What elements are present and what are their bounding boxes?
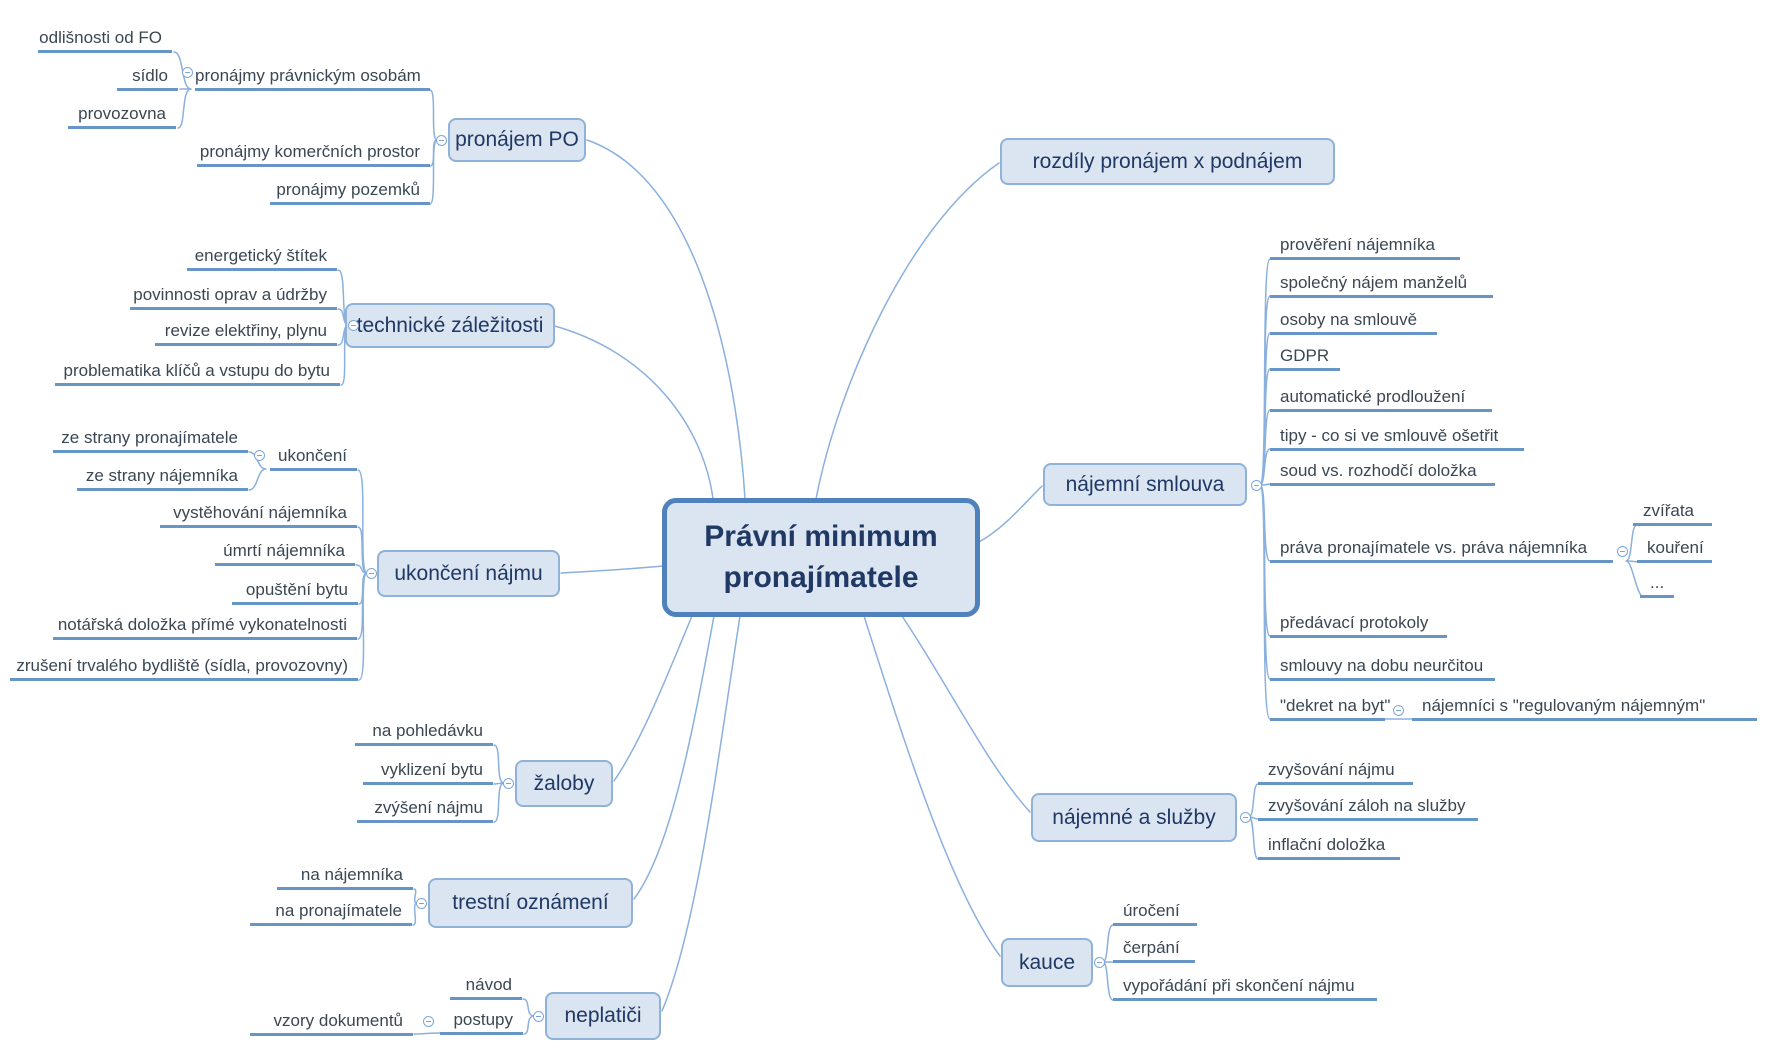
subtopic-ze-strany-pronajimatele[interactable]: ze strany pronajímatele bbox=[53, 426, 248, 453]
subtopic-energeticky-stitek[interactable]: energetický štítek bbox=[187, 244, 337, 271]
subtopic-problematika-klicu[interactable]: problematika klíčů a vstupu do bytu bbox=[55, 359, 340, 386]
topic-neplatici[interactable]: neplatiči bbox=[545, 992, 661, 1040]
subtopic-navod[interactable]: návod bbox=[450, 973, 522, 1000]
subtopic-vzory-dokumentu[interactable]: vzory dokumentů bbox=[250, 1009, 413, 1036]
subtopic-vyklizeni-bytu[interactable]: vyklizení bytu bbox=[363, 758, 493, 785]
subtopic-zvirata[interactable]: zvířata bbox=[1633, 499, 1712, 526]
subtopic-dekret-na-byt[interactable]: "dekret na byt" bbox=[1270, 694, 1390, 721]
subtopic-zvysovani-zaloh[interactable]: zvyšování záloh na služby bbox=[1258, 794, 1478, 821]
subtopic-provereni-najemnika[interactable]: prověření nájemníka bbox=[1270, 233, 1460, 260]
subtopic-zvysovani-najmu[interactable]: zvyšování nájmu bbox=[1258, 758, 1413, 785]
subtopic-najemnici-regulovane-najemne[interactable]: nájemníci s "regulovaným nájemným" bbox=[1412, 694, 1757, 721]
subtopic-soud-vs-rozhodci-dolozka[interactable]: soud vs. rozhodčí doložka bbox=[1270, 459, 1495, 486]
central-connectors bbox=[550, 139, 1043, 1012]
subtopic-na-pronajimatele[interactable]: na pronajímatele bbox=[250, 899, 412, 926]
topic-rozdily-pronajem-x-podnajem[interactable]: rozdíly pronájem x podnájem bbox=[1000, 138, 1335, 185]
collapse-icon[interactable] bbox=[348, 320, 359, 331]
collapse-icon[interactable] bbox=[503, 778, 514, 789]
subtopic-ellipsis[interactable]: ... bbox=[1640, 571, 1674, 598]
collapse-icon[interactable] bbox=[1251, 480, 1262, 491]
subtopic-sidlo[interactable]: sídlo bbox=[117, 64, 178, 91]
collapse-icon[interactable] bbox=[436, 135, 447, 146]
subtopic-odlisnosti-od-fo[interactable]: odlišnosti od FO bbox=[38, 26, 172, 53]
subtopic-smlouvy-na-dobu-neurcitou[interactable]: smlouvy na dobu neurčitou bbox=[1270, 654, 1495, 681]
subtopic-ukonceni[interactable]: ukončení bbox=[270, 444, 357, 471]
collapse-icon[interactable] bbox=[366, 568, 377, 579]
subtopic-pronajmy-pozemku[interactable]: pronájmy pozemků bbox=[270, 178, 430, 205]
topic-trestni-oznameni[interactable]: trestní oznámení bbox=[428, 878, 633, 928]
subtopic-na-najemnika[interactable]: na nájemníka bbox=[277, 863, 413, 890]
topic-najemne-a-sluzby[interactable]: nájemné a služby bbox=[1031, 793, 1237, 842]
topic-technicke-zalezitosti[interactable]: technické záležitosti bbox=[345, 303, 555, 348]
left-branch-connectors bbox=[173, 51, 535, 1035]
topic-zaloby[interactable]: žaloby bbox=[515, 760, 613, 807]
subtopic-na-pohledavku[interactable]: na pohledávku bbox=[355, 719, 493, 746]
central-topic[interactable]: Právní minimum pronajímatele bbox=[662, 498, 980, 617]
subtopic-tipy-smlouva[interactable]: tipy - co si ve smlouvě ošetřit bbox=[1270, 424, 1524, 451]
subtopic-provozovna[interactable]: provozovna bbox=[68, 102, 176, 129]
subtopic-gdpr[interactable]: GDPR bbox=[1270, 344, 1340, 371]
subtopic-osoby-na-smlouve[interactable]: osoby na smlouvě bbox=[1270, 308, 1437, 335]
subtopic-cerpani[interactable]: čerpání bbox=[1113, 936, 1195, 963]
subtopic-zruseni-trvaleho-bydliste[interactable]: zrušení trvalého bydliště (sídla, provoz… bbox=[10, 654, 358, 681]
collapse-icon[interactable] bbox=[1617, 546, 1628, 557]
collapse-icon[interactable] bbox=[416, 898, 427, 909]
subtopic-prava-pronajimatele-vs-najemnika[interactable]: práva pronajímatele vs. práva nájemníka bbox=[1270, 536, 1613, 563]
subtopic-pronajmy-komercnich-prostor[interactable]: pronájmy komerčních prostor bbox=[197, 140, 430, 167]
subtopic-vyporadani-pri-skonceni-najmu[interactable]: vypořádání při skončení nájmu bbox=[1113, 974, 1377, 1001]
subtopic-zvyseni-najmu[interactable]: zvýšení nájmu bbox=[357, 796, 493, 823]
topic-kauce[interactable]: kauce bbox=[1001, 938, 1093, 987]
collapse-icon[interactable] bbox=[1094, 957, 1105, 968]
collapse-icon[interactable] bbox=[182, 67, 193, 78]
subtopic-ze-strany-najemnika[interactable]: ze strany nájemníka bbox=[77, 464, 248, 491]
subtopic-uroceni[interactable]: úročení bbox=[1113, 899, 1197, 926]
subtopic-povinnosti-oprav-a-udrzby[interactable]: povinnosti oprav a údržby bbox=[130, 283, 337, 310]
collapse-icon[interactable] bbox=[1393, 705, 1404, 716]
collapse-icon[interactable] bbox=[533, 1011, 544, 1022]
subtopic-notarska-dolozka[interactable]: notářská doložka přímé vykonatelnosti bbox=[53, 613, 357, 640]
subtopic-koureni[interactable]: kouření bbox=[1637, 536, 1712, 563]
subtopic-postupy[interactable]: postupy bbox=[440, 1008, 523, 1035]
subtopic-automaticke-prodlouzeni[interactable]: automatické prodloužení bbox=[1270, 385, 1492, 412]
subtopic-revize-elektriny-plynu[interactable]: revize elektřiny, plynu bbox=[155, 319, 337, 346]
collapse-icon[interactable] bbox=[423, 1016, 434, 1027]
subtopic-pronajmy-pravnickym-osobam[interactable]: pronájmy právnickým osobám bbox=[195, 64, 430, 91]
subtopic-umrti-najemnika[interactable]: úmrtí nájemníka bbox=[215, 539, 355, 566]
right-branch-connectors bbox=[1102, 258, 1645, 1001]
subtopic-vystehovani-najemnika[interactable]: vystěhování nájemníka bbox=[160, 501, 357, 528]
topic-pronajem-po[interactable]: pronájem PO bbox=[448, 118, 586, 162]
collapse-icon[interactable] bbox=[1240, 812, 1251, 823]
collapse-icon[interactable] bbox=[254, 450, 265, 461]
topic-najemni-smlouva[interactable]: nájemní smlouva bbox=[1043, 463, 1247, 506]
topic-ukonceni-najmu[interactable]: ukončení nájmu bbox=[377, 550, 560, 597]
subtopic-predavaci-protokoly[interactable]: předávací protokoly bbox=[1270, 611, 1447, 638]
subtopic-spolecny-najem-manzelu[interactable]: společný nájem manželů bbox=[1270, 271, 1493, 298]
subtopic-inflacni-dolozka[interactable]: inflační doložka bbox=[1258, 833, 1400, 860]
subtopic-opusteni-bytu[interactable]: opuštění bytu bbox=[232, 578, 358, 605]
